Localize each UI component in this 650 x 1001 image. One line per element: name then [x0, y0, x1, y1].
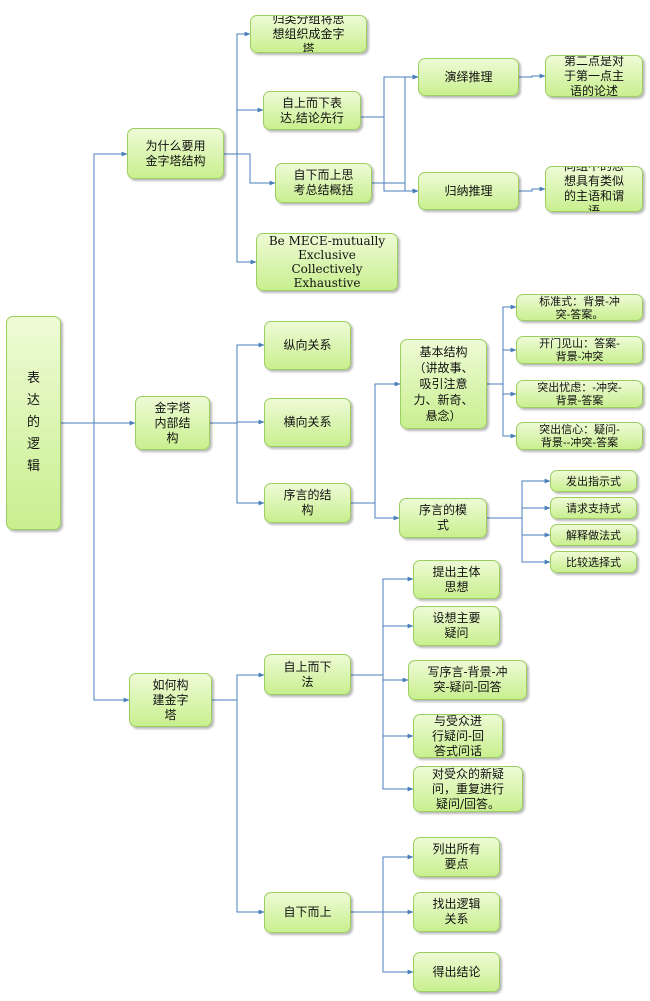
connector-18: [351, 502, 400, 521]
connector-12: [519, 73, 546, 79]
node-basic-item-3: 突出忧虑：-冲突- 背景-答案: [516, 380, 643, 408]
node-basic-item-2: 开门见山：答案- 背景-冲突: [516, 336, 643, 364]
connector-34: [351, 854, 414, 913]
node-why-mece: Be MECE-mutually Exclusive Collectively …: [256, 233, 398, 291]
node-topdown-item-2: 设想主要 疑问: [413, 606, 500, 646]
node-basic-item-1: 标准式：背景-冲 突-答案。: [516, 294, 643, 321]
node-pattern-item-4: 比较选择式: [550, 551, 637, 573]
connector-20: [487, 347, 517, 385]
connector-3: [61, 422, 130, 703]
connector-9: [361, 116, 419, 194]
connector-25: [487, 517, 551, 538]
node-why: 为什么要用 金字塔结构: [127, 128, 224, 179]
node-inner: 金字塔 内部结 构: [135, 396, 210, 450]
connector-30: [351, 623, 414, 676]
connector-19: [487, 304, 517, 385]
connector-27: [212, 672, 265, 701]
connector-32: [351, 674, 414, 739]
connector-21: [487, 383, 517, 397]
connector-17: [351, 381, 401, 504]
connector-16: [210, 422, 265, 506]
node-deduction-note: 第二点是对 于第一点主 语的论述: [545, 55, 643, 97]
connector-14: [210, 342, 265, 424]
node-basic: 基本结构 （讲故事、 吸引注意 力、新奇、 悬念）: [400, 339, 487, 429]
node-topdown-item-4: 与受众进 行疑问-回 答式问话: [413, 714, 503, 758]
connector-7: [224, 153, 257, 265]
node-induction-note: 同组中的思 想具有类似 的主语和谓 语: [545, 166, 643, 212]
node-bottomup-item-3: 得出结论: [413, 952, 500, 992]
connector-28: [212, 699, 265, 915]
connector-26: [487, 517, 551, 565]
connector-24: [487, 505, 551, 519]
connector-29: [351, 576, 414, 676]
node-topdown-item-1: 提出主体 思想: [413, 560, 500, 599]
connector-36: [351, 911, 414, 975]
node-pattern: 序言的模 式: [399, 498, 487, 538]
node-pattern-item-1: 发出指示式: [550, 470, 637, 492]
node-why-topdown: 自上而下表 达,结论先行: [263, 91, 361, 130]
connector-5: [224, 107, 264, 155]
node-why-group: 归类分组将思 想组织成金字 塔: [250, 15, 367, 53]
node-topdown-item-3: 写序言-背景-冲 突-疑问-回答: [408, 660, 527, 700]
node-build-bottomup: 自下而上: [264, 892, 351, 933]
connector-31: [351, 674, 409, 683]
node-topdown-item-5: 对受众的新疑 问，重复进行 疑问/回答。: [413, 766, 523, 812]
node-induction: 归纳推理: [418, 172, 519, 210]
node-basic-item-4: 突出信心：疑问- 背景--冲突-答案: [516, 422, 643, 450]
node-pattern-item-3: 解释做法式: [550, 524, 637, 546]
connector-11: [372, 182, 419, 194]
connector-22: [487, 383, 517, 439]
node-horizontal: 横向关系: [264, 398, 351, 447]
node-pattern-item-2: 请求支持式: [550, 497, 637, 519]
node-vertical: 纵向关系: [264, 321, 351, 370]
connector-33: [351, 674, 414, 792]
node-bottomup-item-2: 找出逻辑 关系: [413, 892, 500, 932]
node-why-bottomup: 自下而上思 考总结概括: [275, 163, 372, 203]
connector-10: [372, 74, 419, 184]
node-preface: 序言的结 构: [264, 483, 351, 523]
connector-6: [224, 153, 276, 186]
node-bottomup-item-1: 列出所有 要点: [413, 837, 500, 877]
connector-13: [519, 186, 546, 192]
node-deduction: 演绎推理: [418, 58, 519, 96]
connector-8: [361, 74, 419, 118]
connector-1: [61, 151, 128, 424]
node-root: 表 达 的 逻 辑: [6, 316, 61, 530]
node-build-topdown: 自上而下 法: [264, 654, 351, 695]
connector-23: [487, 478, 551, 519]
node-build: 如何构 建金字 塔: [129, 673, 212, 727]
